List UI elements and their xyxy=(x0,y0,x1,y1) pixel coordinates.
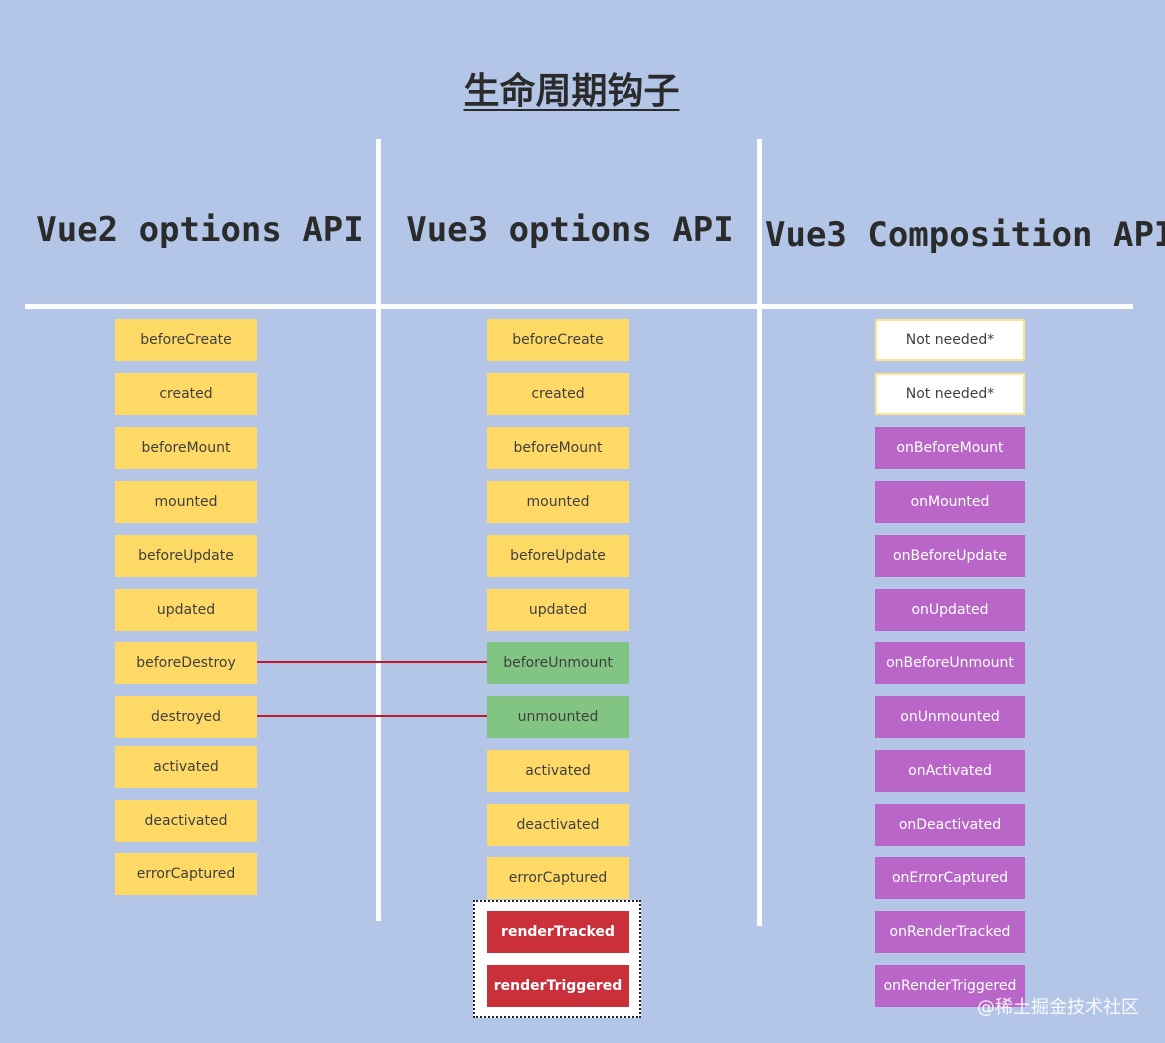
vue3-options-hook: beforeUpdate xyxy=(487,535,629,577)
vue2-hook: beforeDestroy xyxy=(115,642,257,684)
column-header-vue3-composition: Vue3 Composition API xyxy=(765,215,1165,255)
composition-hook: onRenderTracked xyxy=(875,911,1025,953)
composition-hook-not-needed: Not needed* xyxy=(875,373,1025,415)
vue2-hook: errorCaptured xyxy=(115,853,257,895)
vue2-hook: destroyed xyxy=(115,696,257,738)
vue3-options-hook: errorCaptured xyxy=(487,857,629,899)
header-divider xyxy=(25,304,1133,309)
vue3-options-hook: created xyxy=(487,373,629,415)
composition-hook: onBeforeMount xyxy=(875,427,1025,469)
watermark: @稀土掘金技术社区 xyxy=(977,997,1139,1018)
vue2-hook: deactivated xyxy=(115,800,257,842)
vue3-options-hook-renamed: beforeUnmount xyxy=(487,642,629,684)
page-title: 生命周期钩子 xyxy=(463,71,680,112)
vue3-options-hook-new: renderTracked xyxy=(487,911,629,953)
vue3-options-hook: beforeCreate xyxy=(487,319,629,361)
composition-hook: onBeforeUpdate xyxy=(875,535,1025,577)
vue3-options-hook-new: renderTriggered xyxy=(487,965,629,1007)
composition-hook: onUnmounted xyxy=(875,696,1025,738)
vue3-options-hook-renamed: unmounted xyxy=(487,696,629,738)
vue2-hook: created xyxy=(115,373,257,415)
vue2-hook: updated xyxy=(115,589,257,631)
vue3-options-hook: updated xyxy=(487,589,629,631)
vue3-options-hook: beforeMount xyxy=(487,427,629,469)
vue2-hook: mounted xyxy=(115,481,257,523)
vue3-options-hook: activated xyxy=(487,750,629,792)
vue2-hook: beforeMount xyxy=(115,427,257,469)
composition-hook: onDeactivated xyxy=(875,804,1025,846)
composition-hook: onActivated xyxy=(875,750,1025,792)
vue2-hook: activated xyxy=(115,746,257,788)
connector-destroyed-unmounted xyxy=(257,715,487,717)
composition-hook: onMounted xyxy=(875,481,1025,523)
vue2-hook: beforeUpdate xyxy=(115,535,257,577)
composition-hook: onRenderTriggered xyxy=(875,965,1025,1007)
composition-hook: onBeforeUnmount xyxy=(875,642,1025,684)
vue2-hook: beforeCreate xyxy=(115,319,257,361)
composition-hook: onErrorCaptured xyxy=(875,857,1025,899)
composition-hook: onUpdated xyxy=(875,589,1025,631)
column-divider-left xyxy=(376,139,381,921)
column-header-vue3-options: Vue3 options API xyxy=(406,210,734,250)
connector-beforeDestroy-beforeUnmount xyxy=(257,661,487,663)
composition-hook-not-needed: Not needed* xyxy=(875,319,1025,361)
vue3-options-hook: deactivated xyxy=(487,804,629,846)
vue3-options-hook: mounted xyxy=(487,481,629,523)
column-header-vue2-options: Vue2 options API xyxy=(36,210,364,250)
column-divider-right xyxy=(757,139,762,926)
